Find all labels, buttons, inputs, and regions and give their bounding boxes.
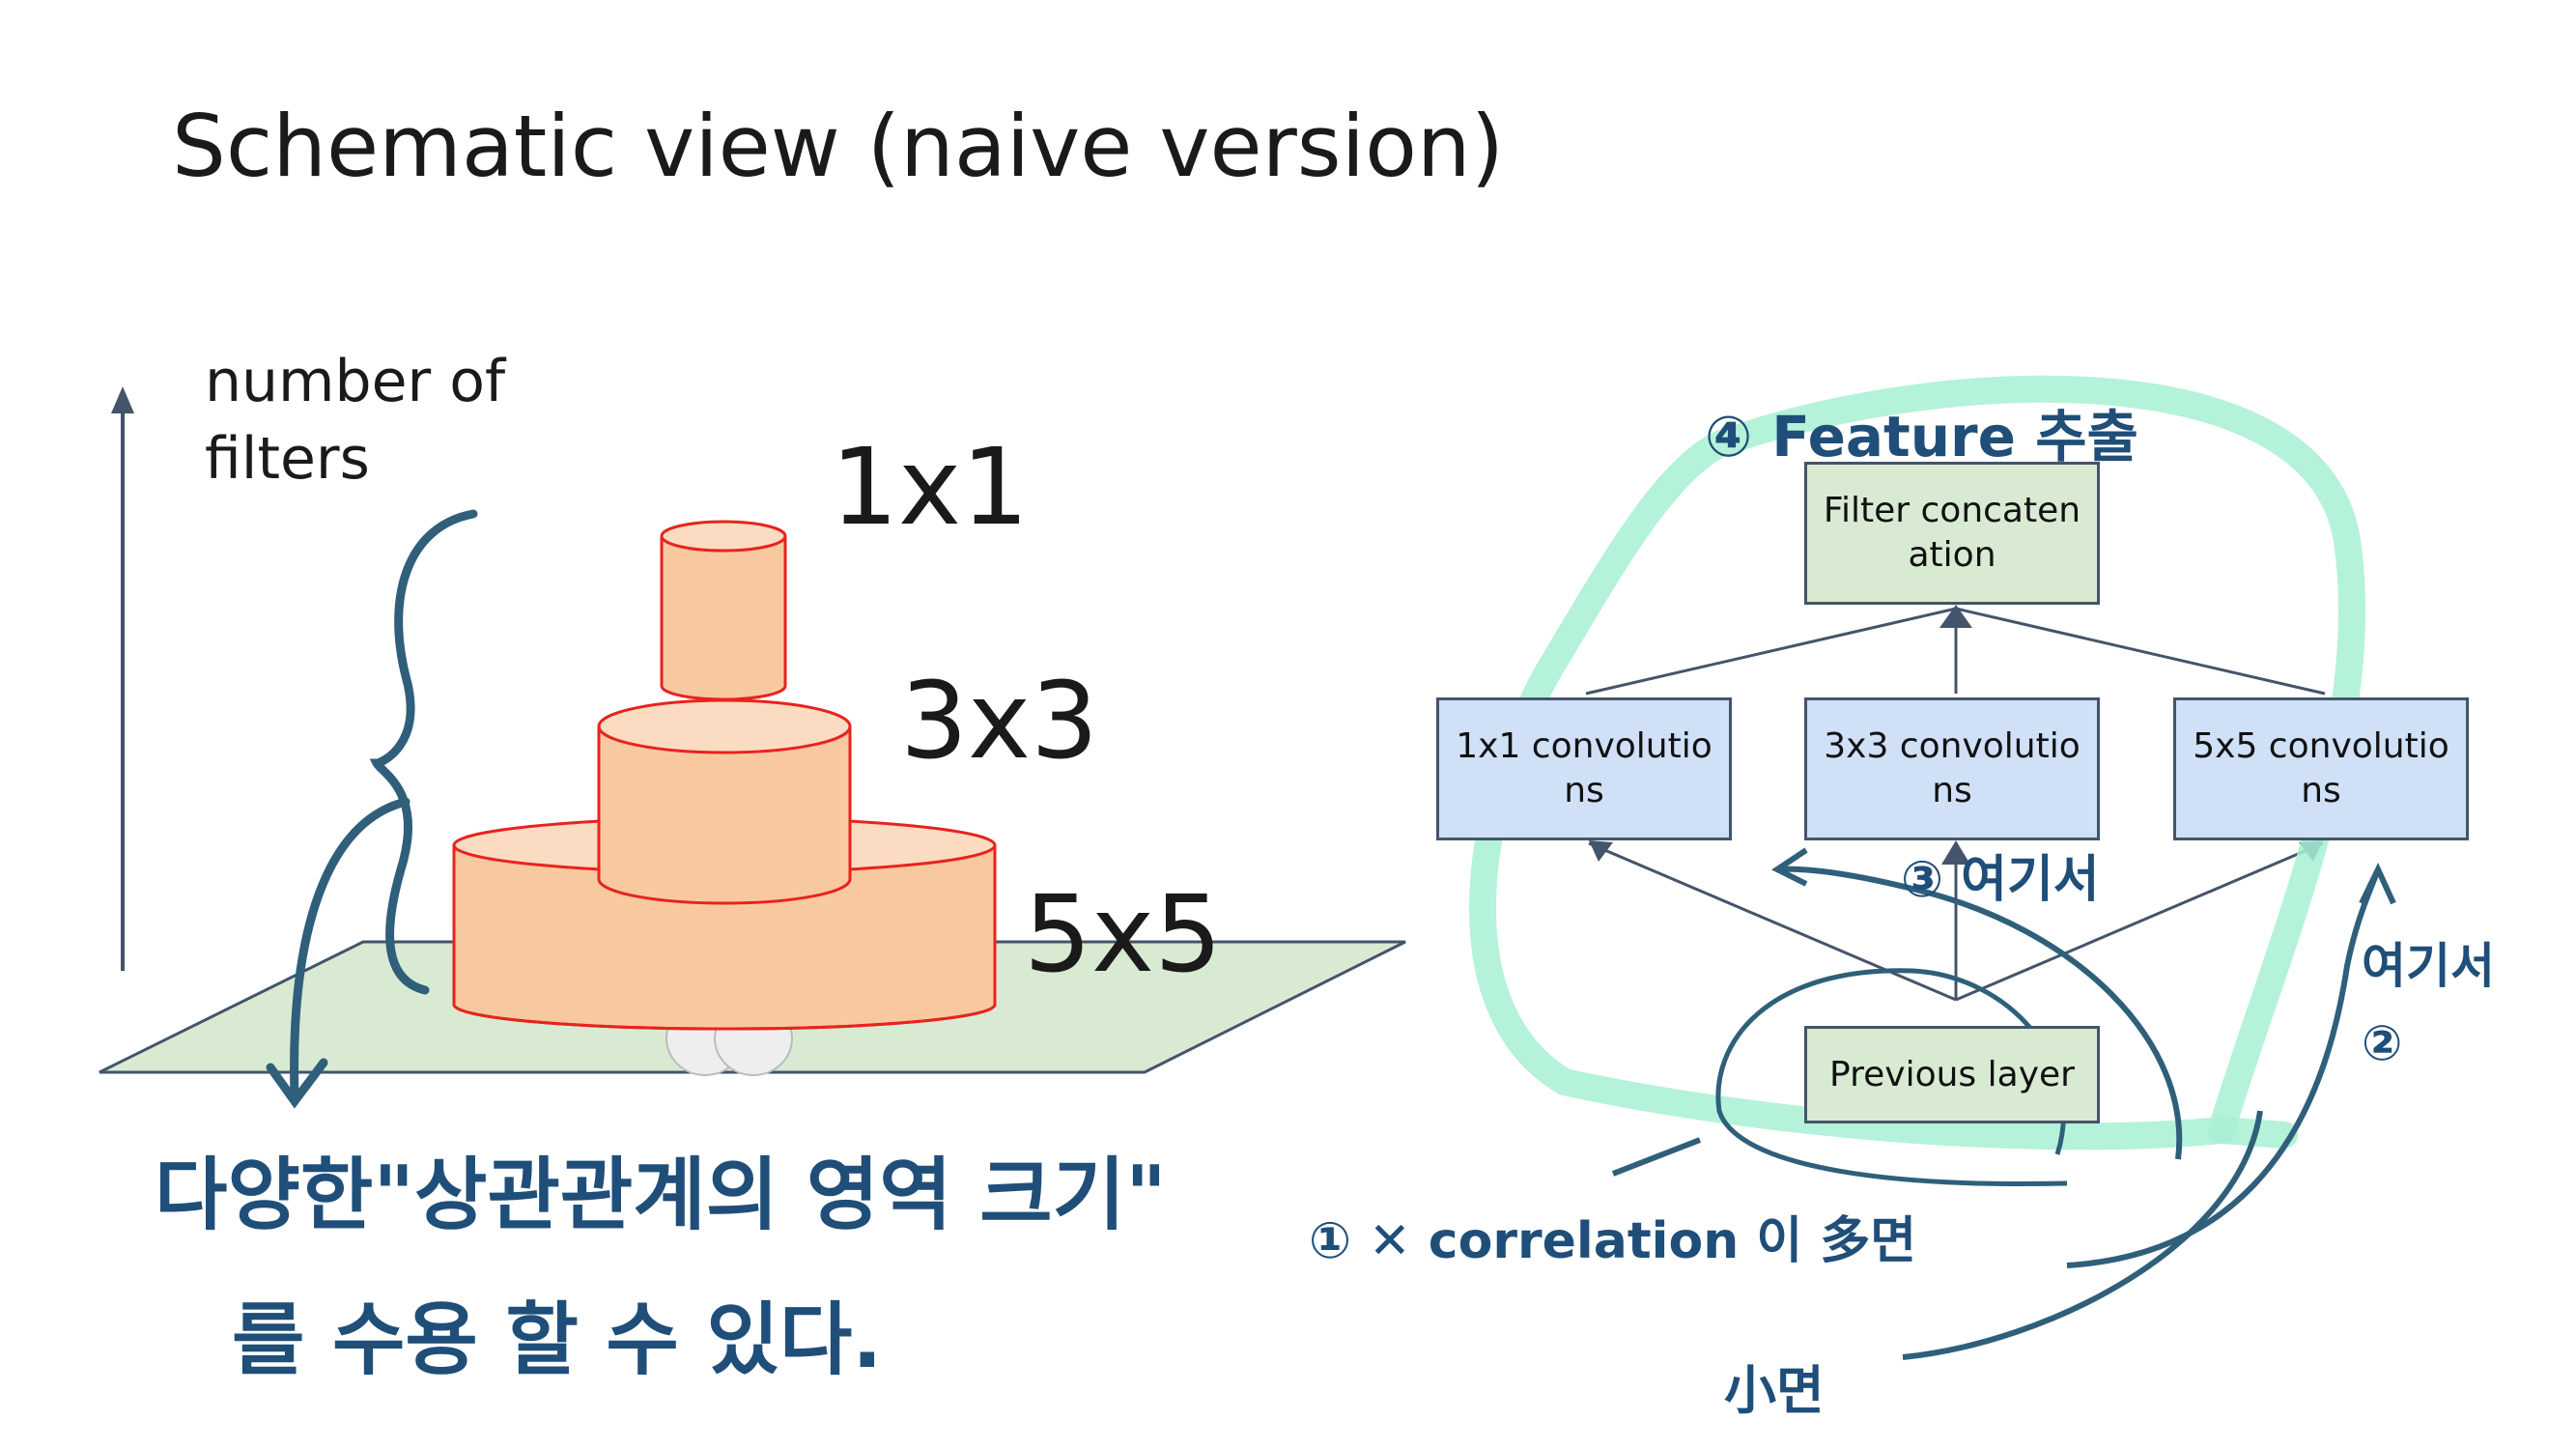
connector — [1955, 607, 2326, 696]
conv-3x3-box: 3x3 convolutio ns — [1804, 697, 2100, 840]
arrowhead — [1939, 605, 1972, 628]
annotation-here-2: 여기서 ② — [2362, 938, 2495, 1071]
axis-label: number of filters — [205, 348, 506, 493]
filter-concatenation-box: Filter concaten ation — [1804, 462, 2100, 605]
cylinder-1x1 — [660, 520, 787, 701]
curve-arrowhead — [266, 1058, 328, 1109]
annotation-left-line1: 다양한"상관관계의 영역 크기" — [155, 1150, 1167, 1241]
label-3x3: 3x3 — [900, 659, 1099, 782]
axis-arrowhead — [111, 386, 134, 413]
previous-layer-box: Previous layer — [1804, 1026, 2100, 1123]
ink-arrow-small — [1902, 1110, 2263, 1360]
conv-1x1-label: 1x1 convolutio ns — [1456, 726, 1713, 810]
curve-arrow — [290, 797, 410, 1101]
annotation-small: 小면 — [1724, 1360, 1825, 1421]
annotation-here-3: ③ 여기서 — [1901, 851, 2100, 909]
conv-3x3-label: 3x3 convolutio ns — [1824, 726, 2081, 810]
annotation-feature: ④ Feature 추출 — [1705, 404, 2138, 469]
conv-5x5-label: 5x5 convolutio ns — [2193, 726, 2449, 810]
ink-arrow-1 — [1611, 1137, 1702, 1177]
arrowhead — [1941, 840, 1970, 865]
conv-1x1-box: 1x1 convolutio ns — [1436, 697, 1732, 840]
filter-concatenation-label: Filter concaten ation — [1823, 491, 2081, 575]
connector — [1955, 841, 2324, 1002]
conv-5x5-box: 5x5 convolutio ns — [2173, 697, 2469, 840]
cylinder-5x5 — [452, 816, 997, 1031]
ink-arrow-3 — [1776, 866, 2183, 1160]
previous-layer-label: Previous layer — [1829, 1054, 2075, 1094]
ink-arrowhead-2 — [2359, 862, 2396, 905]
annotation-correlation: ① ✕ correlation 이 多면 — [1309, 1212, 1917, 1270]
ink-arrow-2 — [2066, 873, 2379, 1268]
arrowhead — [1589, 840, 1613, 862]
annotation-left-line2: 를 수용 할 수 있다. — [232, 1294, 883, 1386]
connector — [1588, 841, 1957, 1002]
ink-arrowhead-3 — [1771, 847, 1808, 887]
label-5x5: 5x5 — [1024, 872, 1223, 996]
page-title: Schematic view (naive version) — [172, 97, 1505, 196]
connector — [1585, 607, 1957, 696]
label-1x1: 1x1 — [831, 425, 1030, 549]
brace-stroke — [369, 509, 478, 995]
ink-loop — [1715, 968, 2068, 1186]
